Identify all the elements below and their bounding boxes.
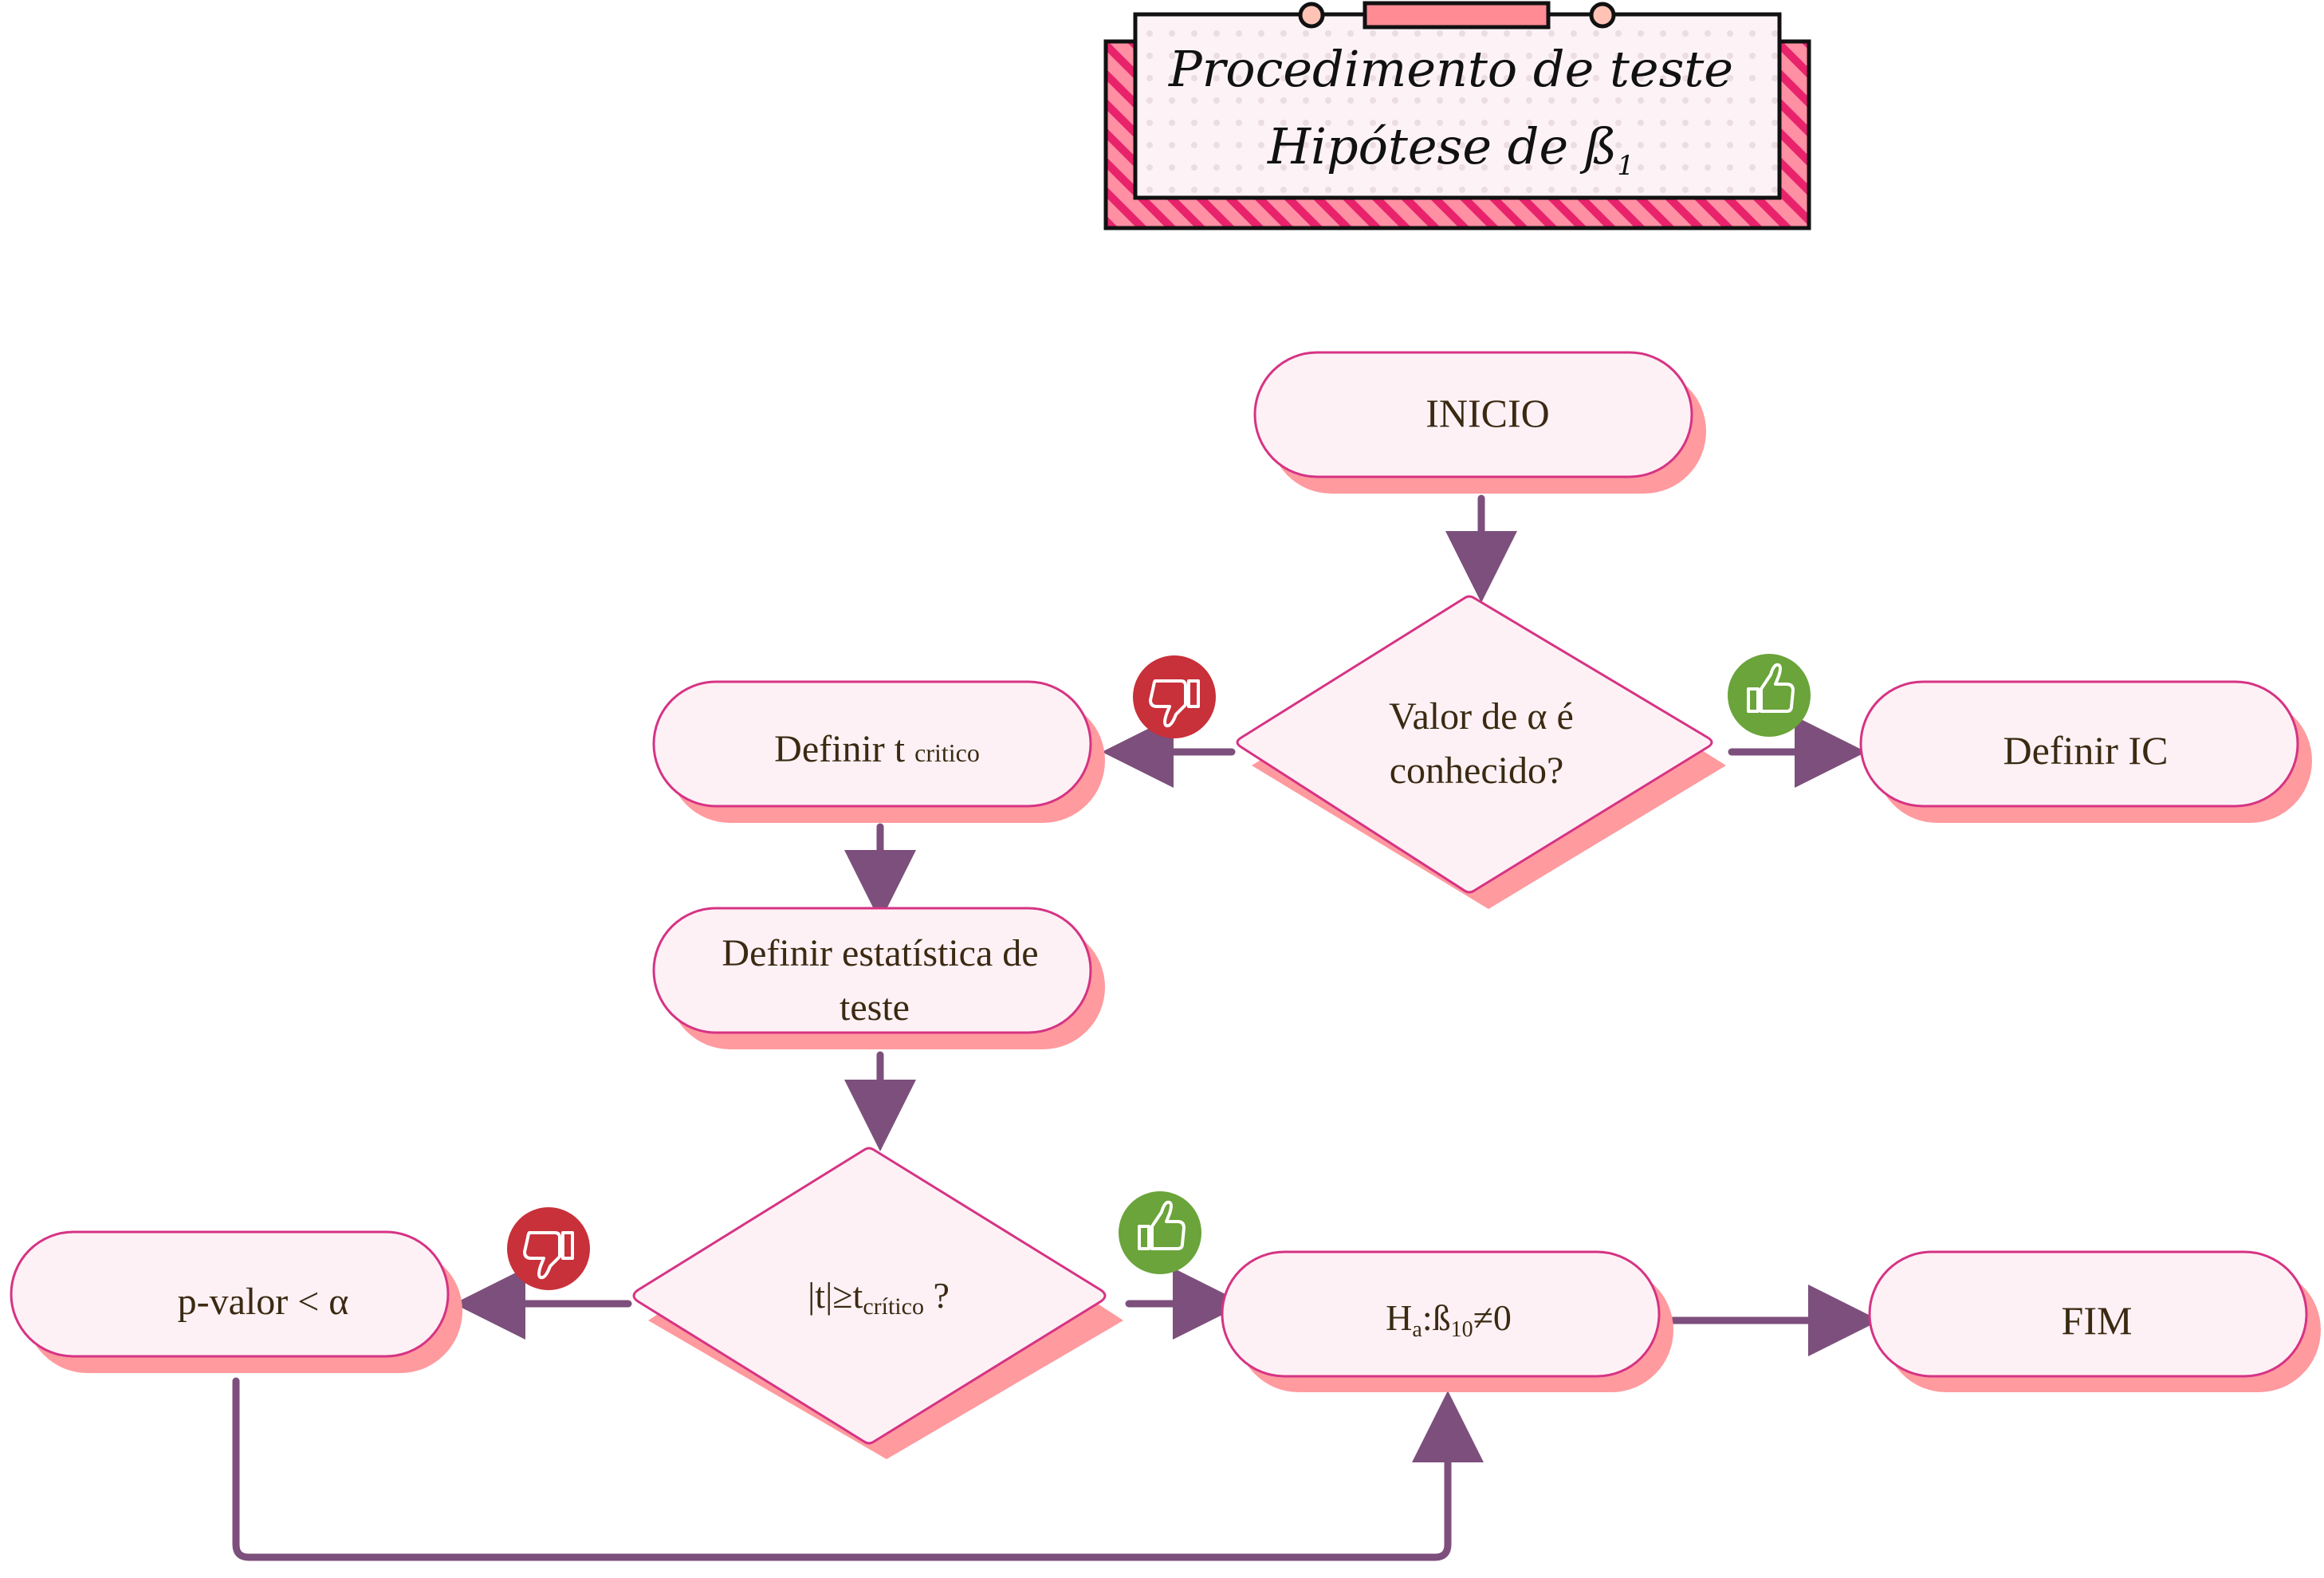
node-ha-sub-10: 10 (1451, 1317, 1473, 1342)
node-define-t-label: Definir t critico (774, 728, 980, 770)
node-define-ic-label: Definir IC (2004, 728, 2169, 773)
node-define-stat-line2: teste (840, 986, 910, 1029)
node-decision-alpha-line2: conhecido? (1390, 750, 1564, 792)
node-end-label: FIM (2062, 1298, 2133, 1343)
thumbs-down-icon (1133, 655, 1216, 738)
node-define-stat-line1: Definir estatística de (722, 932, 1038, 974)
node-decision-t-sub: crítico (863, 1293, 924, 1320)
title-pin-left (1298, 2, 1325, 29)
node-decision-t-main: |t|≥t (808, 1275, 863, 1316)
node-pvalue: p-valor < α (10, 1230, 462, 1373)
arrow-pvalue-to-ha (232, 1377, 1484, 1561)
node-ha-sub-a: a (1412, 1317, 1422, 1342)
node-define-t-sub: critico (914, 738, 980, 767)
node-end: FIM (1868, 1250, 2321, 1392)
node-decision-t: |t|≥tcrítico ? (632, 1147, 1123, 1459)
node-ha-rest: ≠0 (1473, 1297, 1512, 1338)
title-line2-subscript: 1 (1617, 150, 1634, 182)
thumbs-up-icon (1728, 654, 1811, 737)
node-ha-colon-beta: :ß (1422, 1297, 1451, 1338)
connectors (232, 494, 1880, 1561)
title-tab (1363, 1, 1551, 30)
node-ha: Ha:ß10≠0 (1221, 1250, 1673, 1392)
title-line1: Procedimento de teste (1168, 40, 1733, 98)
node-define-ic: Definir IC (1859, 680, 2312, 823)
node-define-t: Definir t critico (652, 680, 1105, 823)
node-ha-h: H (1386, 1297, 1412, 1338)
title-card: Procedimento de teste Hipótese de ß1 (1103, 1, 1811, 230)
node-start-label: INICIO (1425, 391, 1550, 435)
node-decision-alpha-line1: Valor de α é (1389, 695, 1574, 738)
node-decision-t-suffix: ? (924, 1275, 950, 1316)
title-line2-main: Hipótese de ß (1267, 117, 1617, 175)
node-pvalue-label: p-valor < α (178, 1281, 349, 1323)
node-decision-alpha: Valor de α é conhecido? (1236, 595, 1726, 909)
title-pin-right (1589, 2, 1616, 29)
node-define-stat: Definir estatística de teste (652, 907, 1105, 1049)
node-define-t-main: Definir t (774, 728, 906, 770)
node-decision-t-label: |t|≥tcrítico ? (808, 1275, 950, 1320)
thumbs-down-icon (507, 1207, 590, 1290)
node-start: INICIO (1253, 351, 1706, 494)
thumbs-up-icon (1119, 1191, 1201, 1274)
node-ha-label: Ha:ß10≠0 (1386, 1297, 1512, 1342)
title-line2: Hipótese de ß1 (1267, 117, 1634, 182)
